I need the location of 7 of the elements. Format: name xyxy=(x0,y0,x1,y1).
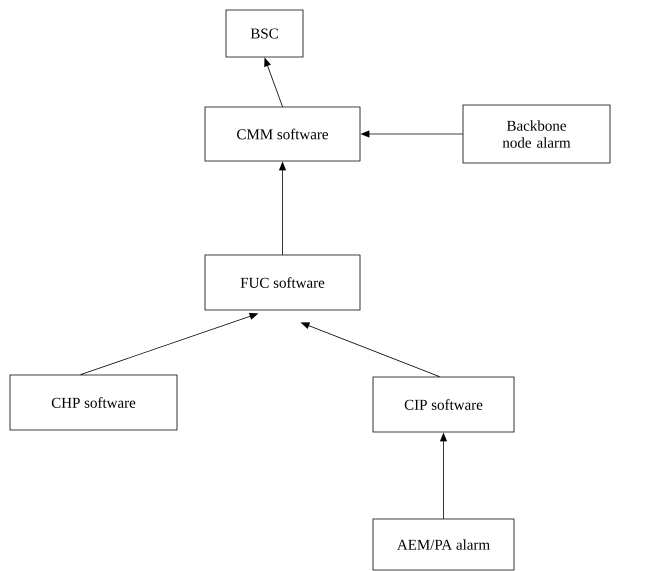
process-box: FUC software xyxy=(204,254,360,310)
process-box: Backbone node alarm xyxy=(462,104,610,164)
process-box: AEM/PA alarm xyxy=(372,518,514,570)
process-box: CHP software xyxy=(10,374,178,430)
process-box: CMM software xyxy=(204,106,360,162)
process-box: BSC xyxy=(226,10,304,58)
process-box: CIP software xyxy=(372,376,514,432)
